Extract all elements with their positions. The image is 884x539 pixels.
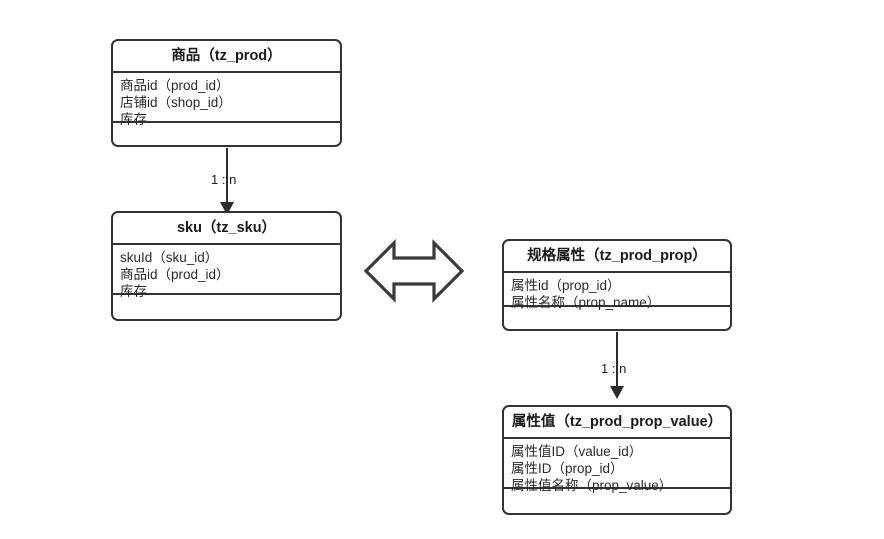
entity-box-tz-prod[interactable]: 商品（tz_prod） 商品id（prod_id） 店铺id（shop_id） …: [111, 39, 342, 147]
attribute-row: 库存: [120, 112, 147, 127]
attribute-row: 属性ID（prop_id）: [511, 461, 624, 476]
entity-attributes-tz-prod-prop-value: 属性值ID（value_id） 属性ID（prop_id） 属性值名称（prop…: [504, 439, 730, 493]
entity-header-tz-prod-prop: 规格属性（tz_prod_prop）: [504, 241, 730, 273]
arrowhead-icon: [610, 386, 624, 399]
attribute-row: 店铺id（shop_id）: [120, 95, 232, 110]
entity-box-tz-prod-prop[interactable]: 规格属性（tz_prod_prop） 属性id（prop_id） 属性名称（pr…: [502, 239, 732, 331]
cardinality-label-prod-sku: 1 : n: [211, 172, 237, 187]
entity-attributes-tz-prod-prop: 属性id（prop_id） 属性名称（prop_name）: [504, 273, 730, 310]
attribute-row: 属性id（prop_id）: [511, 278, 621, 293]
attribute-row: 商品id（prod_id）: [120, 267, 230, 282]
attribute-row: skuId（sku_id）: [120, 250, 219, 265]
entity-footer-tz-sku: [113, 295, 340, 319]
connector-line: [616, 332, 618, 388]
connector-line: [226, 148, 228, 204]
entity-box-tz-sku[interactable]: sku（tz_sku） skuId（sku_id） 商品id（prod_id） …: [111, 211, 342, 321]
entity-attributes-tz-prod: 商品id（prod_id） 店铺id（shop_id） 库存: [113, 73, 340, 127]
attribute-row: 属性名称（prop_name）: [511, 295, 661, 310]
entity-header-tz-sku: sku（tz_sku）: [113, 213, 340, 245]
entity-attributes-tz-sku: skuId（sku_id） 商品id（prod_id） 库存: [113, 245, 340, 299]
double-arrow-horizontal-icon: [363, 234, 465, 308]
entity-box-tz-prod-prop-value[interactable]: 属性值（tz_prod_prop_value） 属性值ID（value_id） …: [502, 405, 732, 515]
entity-header-tz-prod-prop-value: 属性值（tz_prod_prop_value）: [504, 407, 730, 439]
cardinality-label-prop-propvalue: 1 : n: [601, 361, 627, 376]
attribute-row: 库存: [120, 284, 147, 299]
attribute-row: 商品id（prod_id）: [120, 78, 230, 93]
entity-header-tz-prod: 商品（tz_prod）: [113, 41, 340, 73]
attribute-row: 属性值ID（value_id）: [511, 444, 643, 459]
attribute-row: 属性值名称（prop_value）: [511, 478, 673, 493]
entity-footer-tz-prod: [113, 123, 340, 145]
